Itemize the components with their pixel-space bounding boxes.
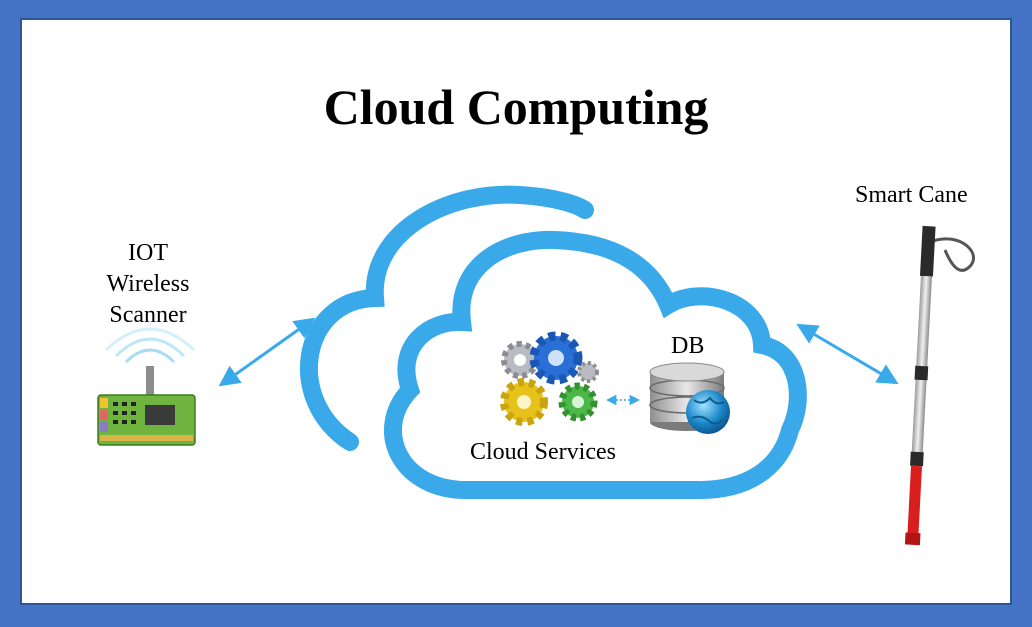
cloud-services-label: Cloud Services [470, 439, 616, 465]
diagram-title: Cloud Computing [323, 79, 709, 135]
inner-frame [20, 18, 1012, 605]
db-label: DB [671, 333, 705, 359]
iot-scanner-label: IOT Wireless Scanner [88, 238, 208, 331]
globe-icon [686, 390, 730, 434]
iot-label-line3: Scanner [109, 302, 187, 328]
arrow-cloud-cane [796, 323, 899, 385]
smart-cane-label: Smart Cane [855, 182, 968, 208]
iot-label-line2: Wireless [106, 271, 190, 297]
smart-cane-icon [904, 225, 975, 546]
iot-label-line1: IOT [128, 240, 168, 266]
arrow-iot-cloud [218, 317, 316, 387]
iot-scanner-icon [97, 327, 196, 446]
gears-icon [500, 331, 599, 426]
